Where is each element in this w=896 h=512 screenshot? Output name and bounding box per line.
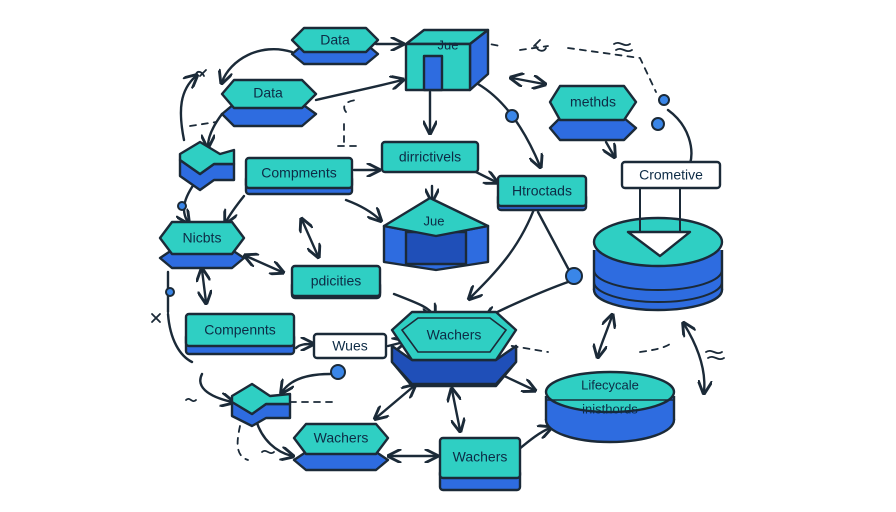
edge [606,140,614,156]
edge [166,312,194,364]
flag-shape-icon [178,140,236,192]
node-label: dirrictivels [399,149,461,165]
edge [684,324,704,392]
node-wachers-bottom: Wachers [438,436,522,492]
node-label: Htroctads [512,183,572,199]
node-label: Compennts [204,322,276,338]
edge [666,108,693,166]
edge [516,428,550,452]
edge [179,76,196,142]
triangle-icon [626,230,692,258]
connector-dot [658,94,670,106]
node-wues: Wues [312,332,388,360]
node-label: Nicbts [183,230,222,246]
connector-dot [651,117,665,131]
node-data-top: Data [290,26,380,66]
edge [199,372,232,402]
node-label: Lifecycale [581,377,639,392]
node-nicbts: Nicbts [158,220,246,270]
edge [476,82,540,166]
dashed-edge [487,341,549,353]
node-label: Wachers [427,327,482,343]
dashed-edge [337,99,359,147]
node-label: Wues [332,338,368,354]
connector-dot [565,267,583,285]
edge [536,210,572,274]
node-compments: Compments [244,156,354,196]
edge [512,78,544,84]
node-compennts: Compennts [184,312,296,356]
node-label: pdicities [311,273,362,289]
node-crometive-database: Crometive [592,160,724,312]
connector-dot [330,364,346,380]
edge [294,344,312,348]
connector-dot [505,109,519,123]
node-label: Compments [261,165,336,181]
edge [208,112,224,146]
edge [202,270,206,302]
edge [222,47,294,82]
edge [598,316,612,356]
edge [474,172,496,182]
edge [470,202,538,298]
node-lifecycle-methods: Lifecycale inisthords [544,370,676,444]
node-wachers-center: Wachers [390,310,518,388]
node-jue-center: Jue [382,196,490,272]
node-dirrictivels: dirrictivels [380,140,480,174]
edge [344,198,380,220]
node-label: inisthords [582,401,638,416]
edge [314,80,402,102]
dashed-edge [236,425,249,461]
decorative-squiggles [151,39,725,455]
edge [302,220,318,256]
node-wachers-bottom-left: Wachers [292,422,390,472]
node-jue-top: Jue [404,28,490,92]
node-label: Data [253,85,283,101]
node-label: Jue [438,37,459,52]
edge [452,390,460,430]
node-label: Jue [424,213,445,228]
node-data-left: Data [220,78,318,128]
node-htroctads: Htroctads [496,174,588,212]
connector-dot [177,201,187,211]
node-label: Wachers [453,449,508,465]
edge [254,418,292,456]
flag-shape-icon [230,382,292,428]
edge [498,372,534,390]
node-label: Data [320,32,350,48]
dashed-edge [639,343,671,353]
node-label: Wachers [314,430,369,446]
dashed-edge [567,47,657,93]
node-methds: methds [548,84,638,142]
edge [376,386,414,418]
dashed-edge [189,121,217,127]
edge [282,372,332,392]
node-label: methds [570,94,616,110]
edge [246,256,282,272]
edge [226,194,246,222]
connector-dot [165,287,175,297]
node-label: Crometive [639,167,703,183]
node-pdicities: pdicities [290,264,382,300]
